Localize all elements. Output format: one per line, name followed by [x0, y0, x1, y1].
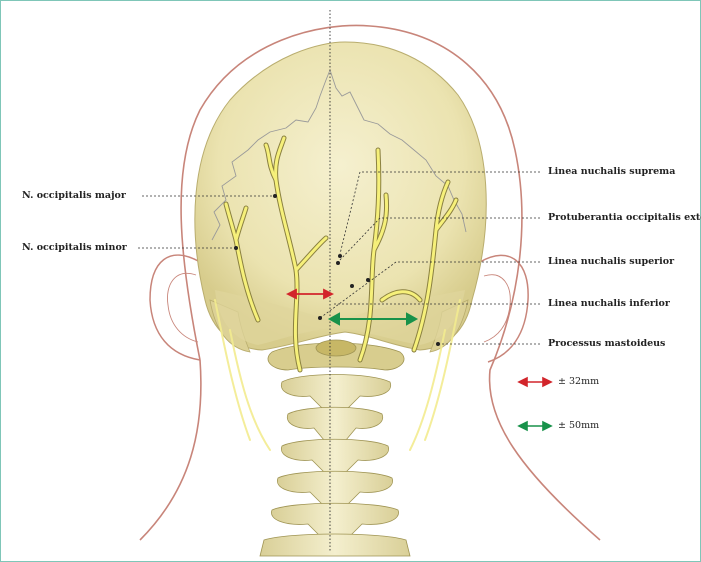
legend-label-50mm: ± 50mm	[558, 420, 599, 432]
right-ear	[480, 255, 528, 362]
label-processus-mastoideus: Processus mastoideus	[548, 338, 665, 350]
label-linea-nuchalis-suprema: Linea nuchalis suprema	[548, 166, 675, 178]
label-protuberantia-occipitalis-externa: Protuberantia occipitalis externa	[548, 212, 701, 224]
label-n-occipitalis-major: N. occipitalis major	[22, 190, 126, 202]
legend-arrow-green	[519, 422, 551, 430]
label-linea-nuchalis-superior: Linea nuchalis superior	[548, 256, 674, 268]
cervical-spine	[260, 375, 410, 557]
legend-label-32mm: ± 32mm	[558, 376, 599, 388]
left-ear-inner	[167, 273, 198, 342]
atlas-tubercle	[316, 340, 356, 356]
left-ear	[150, 255, 200, 360]
right-ear-inner	[484, 275, 510, 342]
label-n-occipitalis-minor: N. occipitalis minor	[22, 242, 127, 254]
label-linea-nuchalis-inferior: Linea nuchalis inferior	[548, 298, 670, 310]
legend-arrow-red	[519, 378, 551, 386]
neck-left-outline	[140, 360, 201, 540]
